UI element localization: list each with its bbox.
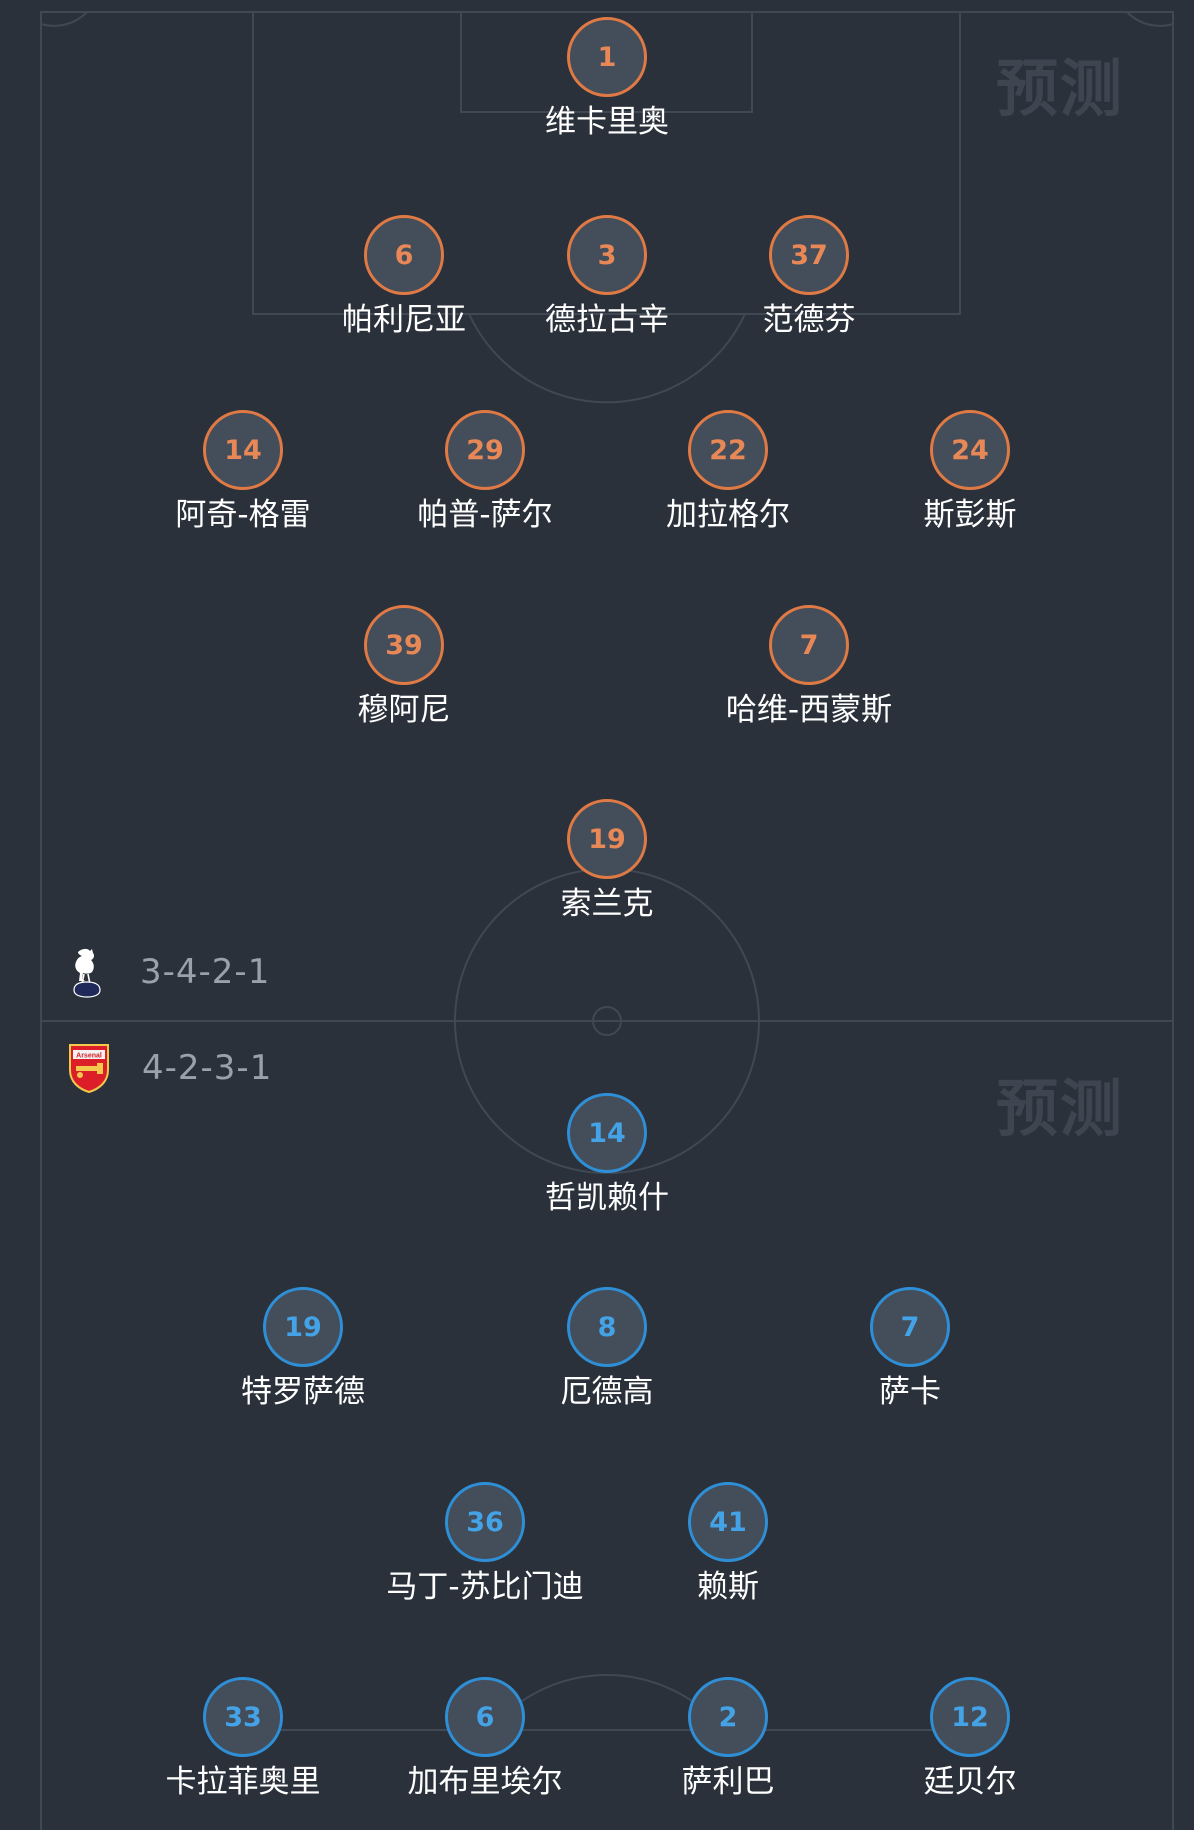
home-player-name: 维卡里奥 (545, 104, 669, 140)
home-player-number: 39 (364, 605, 444, 685)
home-formation-row: 3-4-2-1 (64, 946, 270, 998)
home-player-number: 3 (567, 215, 647, 295)
home-player-number: 22 (688, 410, 768, 490)
home-player-number: 1 (567, 17, 647, 97)
away-player[interactable]: 6 加布里埃尔 (365, 1677, 605, 1802)
home-player-number: 29 (445, 410, 525, 490)
home-player-number: 7 (769, 605, 849, 685)
away-player-number: 19 (263, 1287, 343, 1367)
home-player-number: 24 (930, 410, 1010, 490)
arsenal-crest-text: Arsenal (76, 1053, 102, 1060)
home-player-number: 19 (567, 799, 647, 879)
home-player-name: 斯彭斯 (923, 497, 1017, 533)
home-player[interactable]: 19 索兰克 (487, 799, 727, 924)
home-player-number: 14 (203, 410, 283, 490)
away-player-name: 廷贝尔 (923, 1764, 1017, 1800)
home-player[interactable]: 14 阿奇-格雷 (123, 410, 363, 535)
away-player-name: 厄德高 (560, 1374, 654, 1410)
home-player-name: 范德芬 (762, 302, 856, 338)
home-player[interactable]: 22 加拉格尔 (608, 410, 848, 535)
away-player-number: 33 (203, 1677, 283, 1757)
home-player[interactable]: 37 范德芬 (689, 215, 929, 340)
away-player[interactable]: 8 厄德高 (487, 1287, 727, 1412)
away-player-number: 6 (445, 1677, 525, 1757)
away-player[interactable]: 12 廷贝尔 (850, 1677, 1090, 1802)
away-player-name: 赖斯 (697, 1569, 759, 1605)
away-formation: 4-2-3-1 (142, 1048, 273, 1088)
home-player[interactable]: 39 穆阿尼 (284, 605, 524, 730)
home-player[interactable]: 3 德拉古辛 (487, 215, 727, 340)
home-player[interactable]: 24 斯彭斯 (850, 410, 1090, 535)
away-player[interactable]: 41 赖斯 (608, 1482, 848, 1607)
home-player[interactable]: 7 哈维-西蒙斯 (689, 605, 929, 730)
away-player-number: 2 (688, 1677, 768, 1757)
home-player-name: 索兰克 (560, 886, 654, 922)
away-formation-row: Arsenal 4-2-3-1 (66, 1042, 272, 1094)
away-player-name: 哲凯赖什 (545, 1180, 669, 1216)
home-player[interactable]: 6 帕利尼亚 (284, 215, 524, 340)
home-player-name: 加拉格尔 (666, 497, 790, 533)
away-player-number: 12 (930, 1677, 1010, 1757)
home-player-name: 阿奇-格雷 (175, 497, 311, 533)
away-player-name: 加布里埃尔 (407, 1764, 563, 1800)
away-player[interactable]: 7 萨卡 (790, 1287, 1030, 1412)
home-player[interactable]: 1 维卡里奥 (487, 17, 727, 142)
away-player-number: 14 (567, 1093, 647, 1173)
away-player[interactable]: 33 卡拉菲奥里 (123, 1677, 363, 1802)
prediction-watermark-home: 预测 (995, 52, 1124, 125)
home-player-name: 帕普-萨尔 (417, 497, 553, 533)
prediction-watermark-away: 预测 (995, 1072, 1124, 1145)
away-player-name: 萨利巴 (681, 1764, 775, 1800)
away-player-name: 马丁-苏比门迪 (386, 1569, 584, 1605)
home-player-name: 哈维-西蒙斯 (725, 692, 893, 728)
away-player[interactable]: 2 萨利巴 (608, 1677, 848, 1802)
home-formation: 3-4-2-1 (140, 952, 271, 992)
home-player-name: 穆阿尼 (357, 692, 451, 728)
home-player-name: 帕利尼亚 (342, 302, 466, 338)
away-player[interactable]: 14 哲凯赖什 (487, 1093, 727, 1218)
home-player-number: 37 (769, 215, 849, 295)
spurs-cockerel-icon (64, 946, 110, 998)
arsenal-crest-icon: Arsenal (66, 1042, 112, 1094)
home-player-name: 德拉古辛 (545, 302, 669, 338)
away-player-name: 卡拉菲奥里 (165, 1764, 321, 1800)
home-player[interactable]: 29 帕普-萨尔 (365, 410, 605, 535)
away-player[interactable]: 19 特罗萨德 (183, 1287, 423, 1412)
away-player-number: 7 (870, 1287, 950, 1367)
away-player-number: 36 (445, 1482, 525, 1562)
away-player[interactable]: 36 马丁-苏比门迪 (365, 1482, 605, 1607)
away-player-number: 8 (567, 1287, 647, 1367)
away-player-name: 萨卡 (879, 1374, 941, 1410)
home-player-number: 6 (364, 215, 444, 295)
away-player-number: 41 (688, 1482, 768, 1562)
away-player-name: 特罗萨德 (241, 1374, 365, 1410)
